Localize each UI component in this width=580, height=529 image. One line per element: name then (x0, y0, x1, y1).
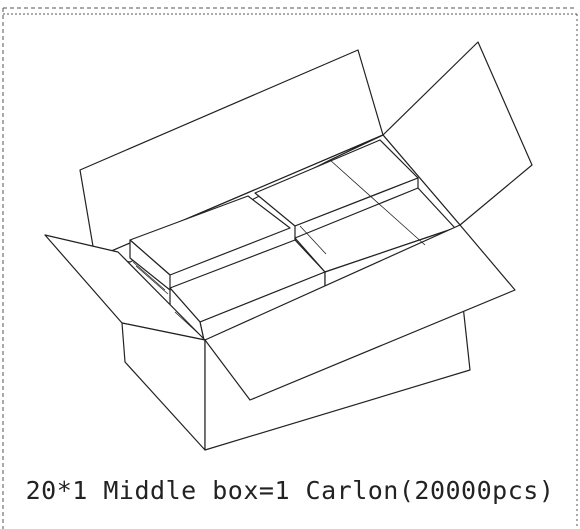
box-detail-lines (132, 159, 426, 336)
front-flap (204, 224, 516, 401)
caption: 20*1 Middle box=1 Carlon(20000pcs) (25, 476, 555, 505)
carton-front-face (121, 322, 206, 451)
dashed-border (2, 7, 578, 529)
